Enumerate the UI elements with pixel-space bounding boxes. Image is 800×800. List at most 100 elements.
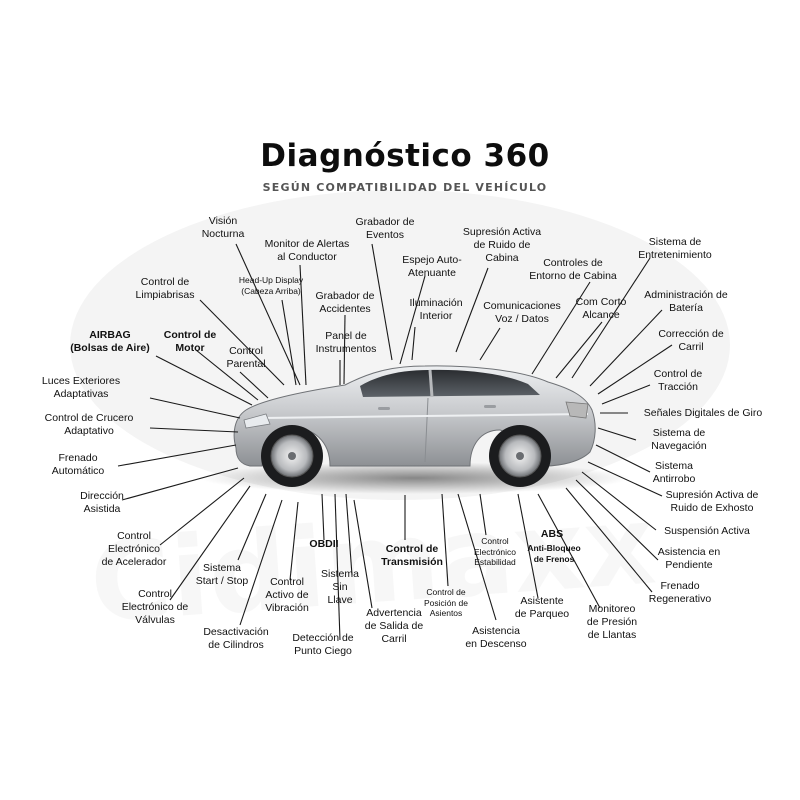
label-control-traccion: Control de Tracción	[653, 368, 703, 393]
side-crease	[261, 413, 589, 419]
leader-line	[239, 371, 269, 399]
leader-line	[235, 243, 301, 386]
leader-line	[289, 501, 299, 581]
label-correccion-carril: Corrección de Carril	[658, 328, 724, 353]
label-sistema-antirrobo: Sistema Antirrobo	[652, 460, 696, 485]
leader-line	[537, 493, 601, 609]
leader-line	[149, 397, 241, 419]
leader-line	[455, 267, 489, 353]
leader-line	[589, 309, 663, 387]
leader-line	[441, 493, 449, 587]
label-sistema-navegacion: Sistema de Navegación	[651, 427, 707, 452]
label-panel-instrumentos: Panel de Instrumentos	[315, 330, 377, 355]
label-frenado-automatico: Frenado Automático	[51, 452, 105, 477]
label-controles-entorno: Controles de Entorno de Cabina	[529, 257, 617, 282]
leader-line	[353, 499, 373, 609]
label-comunicaciones: Comunicaciones Voz / Datos	[483, 300, 561, 325]
label-sistema-start-stop: Sistema Start / Stop	[195, 562, 249, 587]
leader-line	[581, 471, 657, 531]
label-sistema-sin-llave: Sistema Sin Llave	[321, 568, 359, 606]
label-grabador-accidentes: Grabador de Accidentes	[315, 290, 375, 315]
window-pillar	[428, 369, 434, 398]
leader-lines	[117, 243, 673, 641]
label-sistema-entretenimiento: Sistema de Entretenimiento	[638, 236, 712, 261]
label-iluminacion-interior: Iluminación Interior	[409, 297, 463, 322]
rear-hub	[516, 452, 524, 460]
label-com-corto-alcance: Com Corto Alcance	[575, 296, 627, 321]
leader-line	[565, 487, 653, 593]
leader-line	[479, 493, 487, 536]
page-title: Diagnóstico 360	[260, 138, 550, 174]
leader-line	[411, 326, 416, 361]
taillight	[565, 401, 589, 419]
label-asistente-parqueo: Asistente de Parqueo	[514, 595, 570, 620]
label-control-vibracion: Control Activo de Vibración	[265, 576, 309, 614]
leader-line	[281, 299, 297, 386]
label-desactivacion-cilindros: Desactivación de Cilindros	[203, 626, 269, 651]
label-control-crucero: Control de Crucero Adaptativo	[44, 412, 134, 437]
leader-line	[597, 427, 637, 441]
leader-line	[195, 349, 259, 401]
leader-line	[149, 427, 239, 433]
leader-line	[479, 327, 501, 361]
label-frenado-regenerativo: Frenado Regenerativo	[648, 580, 712, 605]
label-grabador-eventos: Grabador de Eventos	[355, 216, 415, 241]
door-handle-rear	[484, 405, 496, 408]
leader-line	[595, 444, 651, 473]
leader-line	[159, 477, 245, 546]
leader-line	[371, 243, 393, 361]
car-illustration	[233, 365, 596, 487]
leader-line	[517, 493, 539, 599]
leader-line	[601, 384, 651, 405]
leader-line	[199, 299, 285, 386]
label-obdii: OBDII	[309, 538, 339, 550]
label-suspension-activa: Suspensión Activa	[664, 525, 750, 537]
label-control-parental: Control Parental	[226, 345, 266, 370]
leader-line	[457, 493, 497, 621]
label-control-posicion-asientos: Control de Posición de Asientos	[424, 587, 468, 618]
label-administracion-bateria: Administración de Batería	[644, 289, 728, 314]
label-advertencia-carril: Advertencia de Salida de Carril	[364, 607, 424, 645]
front-hub	[288, 452, 296, 460]
label-abs-sub: Anti-Bloqueo de Frenos	[527, 543, 581, 564]
leader-line	[571, 257, 651, 379]
label-control-motor: Control de Motor	[163, 329, 217, 354]
door-line	[424, 397, 429, 463]
label-supresion-ruido-exhosto: Supresión Activa de Ruido de Exhosto	[665, 489, 759, 514]
leader-line	[334, 493, 341, 641]
leader-line	[575, 479, 659, 561]
label-control-acelerador: Control Electrónico de Acelerador	[101, 530, 167, 568]
leader-line	[399, 275, 426, 365]
leader-line	[321, 493, 325, 541]
label-abs: ABS	[540, 528, 564, 540]
leader-line	[587, 461, 663, 497]
label-supresion-ruido-cabina: Supresión Activa de Ruido de Cabina	[462, 226, 542, 264]
leader-line	[555, 321, 603, 379]
leader-line	[531, 281, 591, 375]
label-control-transmision: Control de Transmisión	[381, 543, 443, 568]
leader-line	[117, 444, 237, 467]
car-windows	[360, 369, 540, 397]
leader-line	[155, 355, 253, 406]
leader-line	[237, 493, 267, 561]
label-vision-nocturna: Visión Nocturna	[201, 215, 245, 240]
label-luces-exteriores: Luces Exteriores Adaptativas	[41, 375, 121, 400]
label-asistencia-descenso: Asistencia en Descenso	[465, 625, 527, 650]
label-asistencia-pendiente: Asistencia en Pendiente	[657, 546, 721, 571]
door-handle-front	[378, 407, 390, 410]
label-head-up-display: Head-Up Display (Cabeza Arriba)	[238, 275, 304, 296]
label-direccion-asistida: Dirección Asistida	[80, 490, 124, 515]
leader-line	[345, 493, 353, 576]
page-subtitle: SEGÚN COMPATIBILIDAD DEL VEHÍCULO	[262, 181, 548, 194]
label-control-estabilidad: Control Electrónico Estabilidad	[473, 536, 517, 567]
label-control-limpiabrisas: Control de Limpiabrisas	[135, 276, 195, 301]
label-monitor-alertas: Monitor de Alertas al Conductor	[264, 238, 350, 263]
label-control-valvulas: Control Electrónico de Válvulas	[121, 588, 189, 626]
label-deteccion-punto-ciego: Detección de Punto Ciego	[292, 632, 354, 657]
label-senales-giro: Señales Digitales de Giro	[643, 407, 763, 419]
leader-line	[597, 344, 673, 395]
label-espejo-auto: Espejo Auto- Atenuante	[402, 254, 462, 279]
leader-line	[299, 264, 307, 386]
leader-line	[121, 467, 239, 501]
label-monitoreo-presion: Monitoreo de Presión de Llantas	[586, 603, 638, 641]
